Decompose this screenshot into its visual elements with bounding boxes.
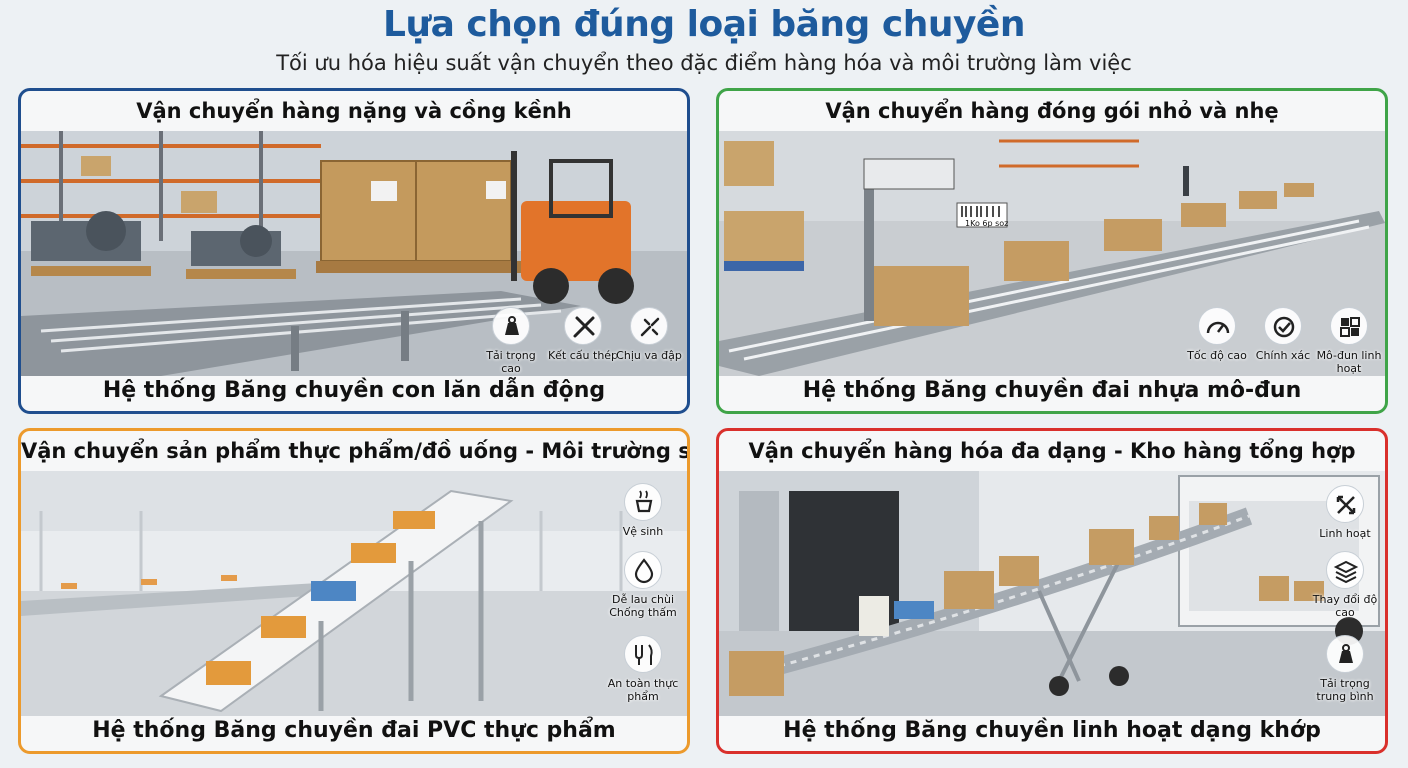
- feature-item: Dễ lau chùi Chống thấm: [607, 551, 679, 619]
- impact-icon: [630, 307, 668, 345]
- feature-label: Thay đổi độ cao: [1312, 593, 1378, 619]
- wrench-icon: [564, 307, 602, 345]
- feature-item: Linh hoạt: [1309, 485, 1381, 540]
- feature-label: An toàn thực phẩm: [607, 677, 679, 703]
- feature-label: Vệ sinh: [622, 525, 664, 538]
- system-name: Hệ thống Băng chuyền đai nhựa mô-đun: [802, 378, 1302, 403]
- feature-item: Chính xác: [1247, 307, 1319, 362]
- system-name: Hệ thống Băng chuyền đai PVC thực phẩm: [92, 718, 616, 743]
- feature-item: Tốc độ cao: [1181, 307, 1253, 362]
- module-icon: [1330, 307, 1368, 345]
- panel-small-packages: Vận chuyển hàng đóng gói nhỏ và nhẹ: [716, 88, 1388, 414]
- panel-general-warehouse: Vận chuyển hàng hóa đa dạng - Kho hàng t…: [716, 428, 1388, 754]
- speedometer-icon: [1198, 307, 1236, 345]
- feature-item: An toàn thực phẩm: [607, 635, 679, 703]
- panel-heading: Vận chuyển sản phẩm thực phẩm/đồ uống - …: [21, 439, 690, 463]
- feature-label: Mô-đun linh hoạt: [1316, 349, 1382, 375]
- layers-icon: [1326, 551, 1364, 589]
- panel-heading: Vận chuyển hàng hóa đa dạng - Kho hàng t…: [748, 439, 1356, 463]
- page-subtitle: Tối ưu hóa hiệu suất vận chuyển theo đặc…: [276, 51, 1132, 75]
- hygiene-icon: [624, 483, 662, 521]
- weight-icon: [1326, 635, 1364, 673]
- panel-heavy-goods: Vận chuyển hàng nặng và cồng kềnh: [18, 88, 690, 414]
- weight-icon: [492, 307, 530, 345]
- feature-item: Chịu va đập: [613, 307, 685, 362]
- feature-item: Thay đổi độ cao: [1309, 551, 1381, 619]
- precision-icon: [1264, 307, 1302, 345]
- feature-item: Tải trọng cao: [475, 307, 547, 375]
- system-name: Hệ thống Băng chuyền linh hoạt dạng khớp: [783, 718, 1321, 743]
- feature-item: Mô-đun linh hoạt: [1313, 307, 1385, 375]
- warehouse-roller-scene: [21, 131, 687, 376]
- flex-arrows-icon: [1326, 485, 1364, 523]
- system-name: Hệ thống Băng chuyền con lăn dẫn động: [102, 378, 606, 403]
- feature-label: Chính xác: [1255, 349, 1311, 362]
- feature-item: Tải trọng trung bình: [1309, 635, 1381, 703]
- feature-label: Tải trọng cao: [486, 349, 536, 375]
- page-title: Lựa chọn đúng loại băng chuyền: [383, 4, 1025, 45]
- feature-label: Dễ lau chùi Chống thấm: [609, 593, 677, 619]
- feature-label: Tốc độ cao: [1187, 349, 1247, 362]
- pvc-belt-scene: [21, 471, 687, 716]
- panel-food-clean: Vận chuyển sản phẩm thực phẩm/đồ uống - …: [18, 428, 690, 754]
- feature-label: Tải trọng trung bình: [1316, 677, 1374, 703]
- water-drop-icon: [624, 551, 662, 589]
- panel-heading: Vận chuyển hàng đóng gói nhỏ và nhẹ: [825, 99, 1279, 123]
- flex-conveyor-scene: [719, 471, 1385, 716]
- feature-item: Kết cấu thép: [547, 307, 619, 362]
- food-safe-icon: [624, 635, 662, 673]
- panel-heading: Vận chuyển hàng nặng và cồng kềnh: [136, 99, 572, 123]
- feature-item: Vệ sinh: [607, 483, 679, 538]
- feature-label: Kết cấu thép: [547, 349, 619, 362]
- feature-label: Chịu va đập: [616, 349, 682, 362]
- feature-label: Linh hoạt: [1319, 527, 1371, 540]
- scan-label: 1Ko 6p soz: [965, 219, 1008, 228]
